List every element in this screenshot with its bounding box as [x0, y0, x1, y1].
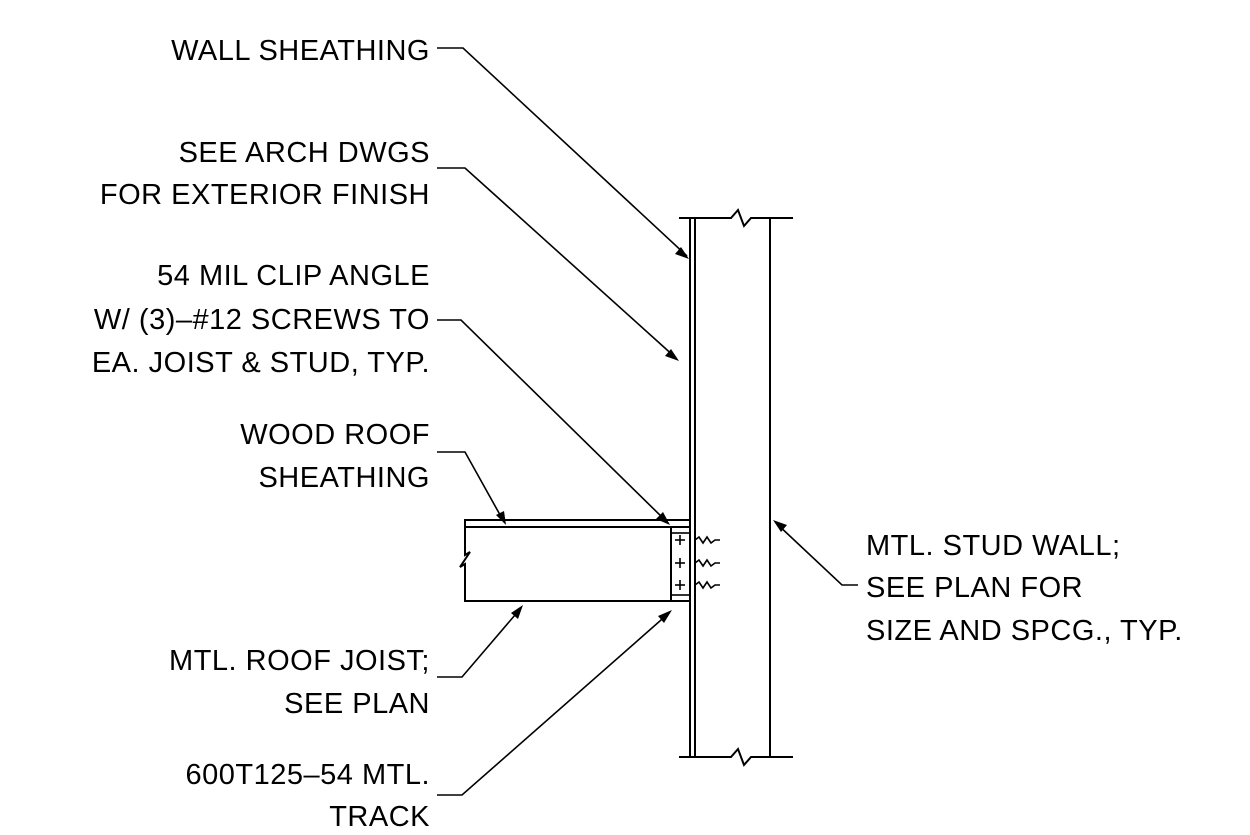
leader-clip-angle — [437, 319, 670, 525]
label-track: 600T125–54 MTL. TRACK — [186, 759, 430, 833]
stud-wall — [679, 208, 793, 767]
label-line: WALL SHEATHING — [171, 35, 430, 67]
roof-joist — [459, 519, 720, 602]
label-roof-joist: MTL. ROOF JOIST; SEE PLAN — [169, 645, 430, 720]
leader-roof-joist — [437, 605, 523, 678]
label-clip-angle: 54 MIL CLIP ANGLE W/ (3)–#12 SCREWS TO E… — [92, 260, 430, 379]
label-line: SIZE AND SPCG., TYP. — [866, 615, 1183, 647]
leader-exterior-finish — [437, 167, 679, 361]
label-wall-sheathing: WALL SHEATHING — [171, 35, 430, 67]
label-line: MTL. ROOF JOIST; — [169, 645, 430, 677]
label-line: SHEATHING — [258, 462, 430, 494]
screw — [675, 535, 720, 545]
label-line: WOOD ROOF — [240, 419, 430, 451]
label-line: SEE PLAN FOR — [866, 572, 1083, 604]
label-line: MTL. STUD WALL; — [866, 530, 1121, 562]
leader-stud-wall — [773, 520, 858, 586]
label-exterior-finish: SEE ARCH DWGS FOR EXTERIOR FINISH — [100, 137, 430, 211]
screw — [675, 580, 720, 590]
label-line: 54 MIL CLIP ANGLE — [157, 260, 430, 292]
label-line: SEE ARCH DWGS — [179, 137, 430, 169]
joist-break-line — [459, 519, 471, 602]
top-break-line — [679, 208, 793, 228]
screw — [675, 558, 720, 568]
label-stud-wall: MTL. STUD WALL; SEE PLAN FOR SIZE AND SP… — [866, 530, 1183, 647]
label-line: SEE PLAN — [284, 688, 430, 720]
label-line: 600T125–54 MTL. — [186, 759, 430, 791]
label-line: EA. JOIST & STUD, TYP. — [92, 347, 430, 379]
label-line: W/ (3)–#12 SCREWS TO — [94, 304, 430, 336]
bottom-break-line — [679, 747, 793, 767]
leader-roof-sheathing — [437, 451, 506, 525]
leader-wall-sheathing — [437, 47, 689, 259]
leader-track — [437, 610, 672, 796]
label-line: TRACK — [329, 801, 430, 833]
label-line: FOR EXTERIOR FINISH — [100, 179, 430, 211]
label-roof-sheathing: WOOD ROOF SHEATHING — [240, 419, 430, 494]
